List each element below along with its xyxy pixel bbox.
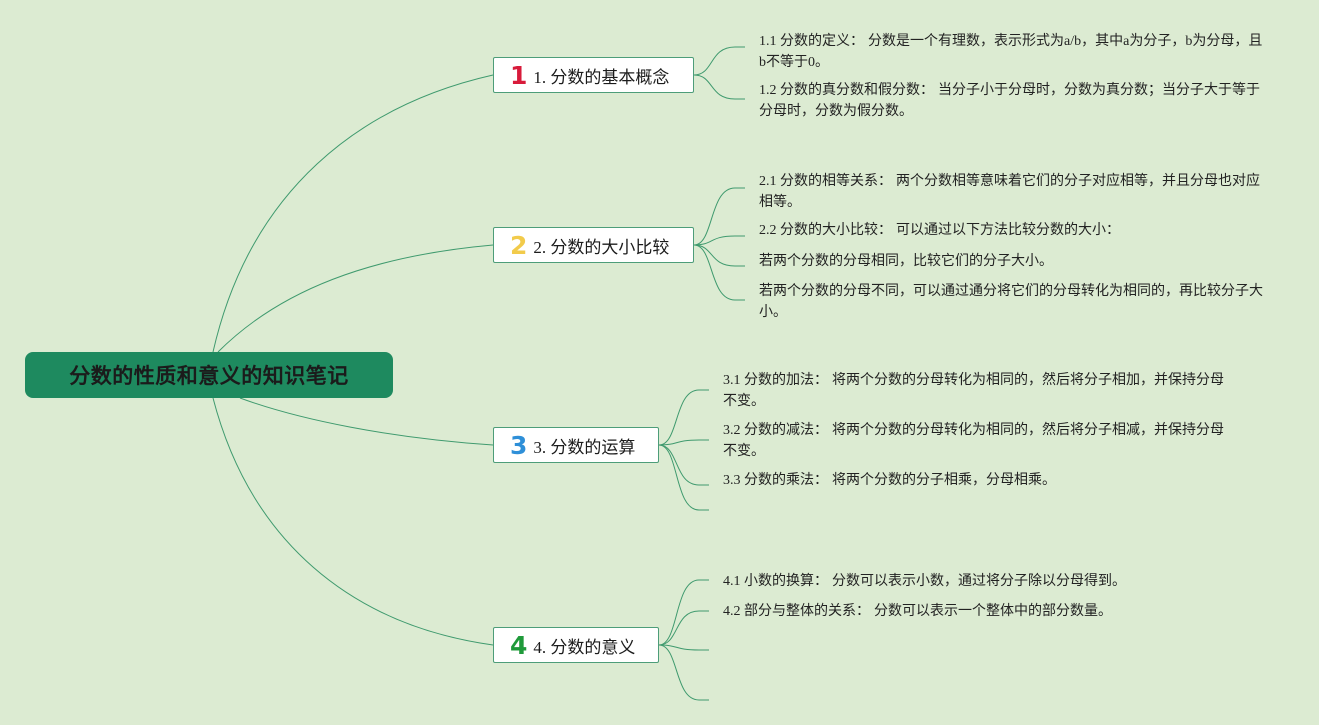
leaf-4-2[interactable]: 4.2 部分与整体的关系： 分数可以表示一个整体中的部分数量。 (723, 601, 1228, 622)
leaf-text-2-1: 两个分数相等意味着它们的分子对应相等，并且分母也对应相等。 (759, 174, 1260, 210)
leaf-text-2-2: 可以通过以下方法比较分数的大小： (896, 223, 1120, 238)
leaf-2-4[interactable]: 若两个分数的分母不同，可以通过通分将它们的分母转化为相同的，再比较分子大小。 (759, 281, 1264, 323)
branch-2-leaf-2-line (693, 235, 745, 246)
branch-3-leaf-1-line (658, 389, 709, 446)
branch-1-leaf-2-line (693, 74, 745, 100)
root-to-branch-4-line (212, 397, 494, 646)
leaf-text-4-2: 分数可以表示一个整体中的部分数量。 (874, 604, 1112, 619)
leaf-text-3-1: 将两个分数的分母转化为相同的，然后将分子相加，并保持分母不变。 (723, 373, 1224, 409)
root-to-branch-3-line (239, 397, 494, 446)
branch-label-3: 3. 分数的运算 (533, 437, 636, 457)
branch-2-leaf-1-line (693, 187, 745, 246)
leaf-1-2[interactable]: 1.2 分数的真分数和假分数：当分子小于分母时，分数为真分数；当分子大于等于分母… (759, 80, 1264, 122)
leaf-3-2[interactable]: 3.2 分数的减法：将两个分数的分母转化为相同的，然后将分子相减，并保持分母不变… (723, 420, 1228, 462)
leaf-heading-2-2: 2.2 分数的大小比较： (759, 223, 892, 238)
branch-number-1: 1 (510, 60, 528, 90)
leaf-text-2-3: 若两个分数的分母相同，比较它们的分子大小。 (759, 254, 1053, 269)
branch-2-leaf-3-line (693, 244, 745, 267)
branch-node-2[interactable]: 2 2. 分数的大小比较 (493, 227, 694, 263)
root-to-branch-1-line (212, 74, 494, 353)
leaf-heading-3-3: 3.3 分数的乘法： (723, 473, 828, 488)
branch-number-4: 4 (510, 630, 528, 660)
leaf-heading-2-1: 2.1 分数的相等关系： (759, 174, 892, 189)
root-topic[interactable]: 分数的性质和意义的知识笔记 (25, 352, 393, 398)
leaf-4-1[interactable]: 4.1 小数的换算： 分数可以表示小数，通过将分子除以分母得到。 (723, 571, 1228, 592)
leaf-text-3-2: 将两个分数的分母转化为相同的，然后将分子相减，并保持分母不变。 (723, 423, 1224, 459)
leaf-heading-3-2: 3.2 分数的减法： (723, 423, 828, 438)
leaf-2-2[interactable]: 2.2 分数的大小比较： 可以通过以下方法比较分数的大小： (759, 220, 1264, 241)
leaf-1-1[interactable]: 1.1 分数的定义：分数是一个有理数，表示形式为a/b，其中a为分子，b为分母，… (759, 31, 1264, 73)
leaf-text-2-4: 若两个分数的分母不同，可以通过通分将它们的分母转化为相同的，再比较分子大小。 (759, 284, 1263, 320)
branch-3-leaf-4-line (658, 444, 709, 511)
branch-label-1: 1. 分数的基本概念 (533, 67, 670, 87)
branch-node-1[interactable]: 1 1. 分数的基本概念 (493, 57, 694, 93)
leaf-heading-4-2: 4.2 部分与整体的关系： (723, 604, 870, 619)
leaf-3-3[interactable]: 3.3 分数的乘法： 将两个分数的分子相乘，分母相乘。 (723, 470, 1228, 491)
root-topic-label: 分数的性质和意义的知识笔记 (69, 364, 349, 388)
leaf-text-1-2: 当分子小于分母时，分数为真分数；当分子大于等于分母时，分数为假分数。 (759, 83, 1260, 119)
leaf-heading-1-1: 1.1 分数的定义： (759, 34, 864, 49)
branch-1-leaf-1-line (693, 46, 745, 76)
leaf-heading-3-1: 3.1 分数的加法： (723, 373, 828, 388)
branch-3-leaf-3-line (658, 444, 709, 486)
branch-number-3: 3 (510, 430, 528, 460)
branch-node-3[interactable]: 3 3. 分数的运算 (493, 427, 659, 463)
branch-label-4: 4. 分数的意义 (533, 637, 636, 657)
branch-node-4[interactable]: 4 4. 分数的意义 (493, 627, 659, 663)
branch-4-leaf-2-line (658, 610, 709, 646)
leaf-3-1[interactable]: 3.1 分数的加法：将两个分数的分母转化为相同的，然后将分子相加，并保持分母不变… (723, 370, 1228, 412)
branch-label-2: 2. 分数的大小比较 (533, 237, 670, 257)
leaf-text-1-1: 分数是一个有理数，表示形式为a/b，其中a为分子，b为分母，且b不等于0。 (759, 34, 1263, 70)
root-to-branch-2-line (217, 244, 494, 353)
branch-4-leaf-1-line (658, 579, 709, 646)
branch-number-2: 2 (510, 230, 528, 260)
leaf-heading-1-2: 1.2 分数的真分数和假分数： (759, 83, 934, 98)
leaf-2-3[interactable]: 若两个分数的分母相同，比较它们的分子大小。 (759, 251, 1264, 272)
branch-4-leaf-4-line (658, 644, 709, 701)
leaf-text-3-3: 将两个分数的分子相乘，分母相乘。 (832, 473, 1056, 488)
leaf-heading-4-1: 4.1 小数的换算： (723, 574, 828, 589)
leaf-2-1[interactable]: 2.1 分数的相等关系：两个分数相等意味着它们的分子对应相等，并且分母也对应相等… (759, 171, 1264, 213)
branch-2-leaf-4-line (693, 244, 745, 301)
branch-4-leaf-3-line (658, 644, 709, 651)
branch-3-leaf-2-line (658, 439, 709, 446)
leaf-text-4-1: 分数可以表示小数，通过将分子除以分母得到。 (832, 574, 1126, 589)
